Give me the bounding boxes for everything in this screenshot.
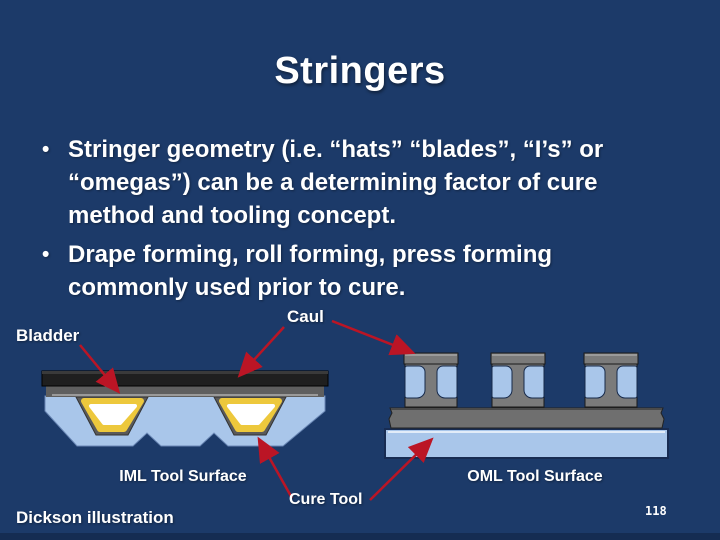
bullet-marker-icon: • xyxy=(42,243,50,266)
oml-base-plate-top-line xyxy=(391,408,662,410)
iml-hat-stringer-section xyxy=(41,370,329,447)
illustration-credit: Dickson illustration xyxy=(16,508,174,527)
caul-arrow-left xyxy=(237,326,285,378)
cure-tool-label: Cure Tool xyxy=(289,491,363,508)
bullet-list: • Stringer geometry (i.e. “hats” “blades… xyxy=(42,133,670,304)
iml-tool-surface-label: IML Tool Surface xyxy=(119,468,247,485)
slide-bottom-edge xyxy=(0,533,720,540)
caul-label: Caul xyxy=(287,307,324,326)
bullet-text: Drape forming, roll forming, press formi… xyxy=(68,241,553,301)
caul-cap xyxy=(490,352,546,365)
bullet-item: • Drape forming, roll forming, press for… xyxy=(42,238,670,304)
page-number: 118 xyxy=(645,504,667,518)
interlayer-highlight xyxy=(52,394,318,396)
oml-base-plate xyxy=(388,407,665,429)
callout-arrows xyxy=(79,319,434,501)
cure-tool-plate-highlight xyxy=(388,431,665,433)
ibeam-stringer-1 xyxy=(403,352,459,408)
interlayer-bar xyxy=(46,386,324,397)
caul-bar-top-edge xyxy=(42,371,328,374)
ibeam-stringer-3 xyxy=(583,352,639,408)
bladder-arrow xyxy=(79,344,121,394)
cure-tool-arrow-left xyxy=(257,436,294,499)
caul-cap xyxy=(583,352,639,365)
bladder-core-right xyxy=(227,404,275,425)
ibeam-stringer-2 xyxy=(490,352,546,408)
oml-tool-surface-label: OML Tool Surface xyxy=(467,468,603,485)
slide-title: Stringers xyxy=(274,50,446,92)
bullet-marker-icon: • xyxy=(42,138,50,161)
bladder-label: Bladder xyxy=(16,326,80,345)
caul-arrow-right xyxy=(331,319,416,356)
bladder-core-left xyxy=(89,404,137,425)
caul-cap xyxy=(403,352,459,365)
bullet-text: Stringer geometry (i.e. “hats” “blades”,… xyxy=(68,136,604,229)
cure-tool-arrow-right xyxy=(369,437,434,501)
bullet-item: • Stringer geometry (i.e. “hats” “blades… xyxy=(42,133,670,232)
